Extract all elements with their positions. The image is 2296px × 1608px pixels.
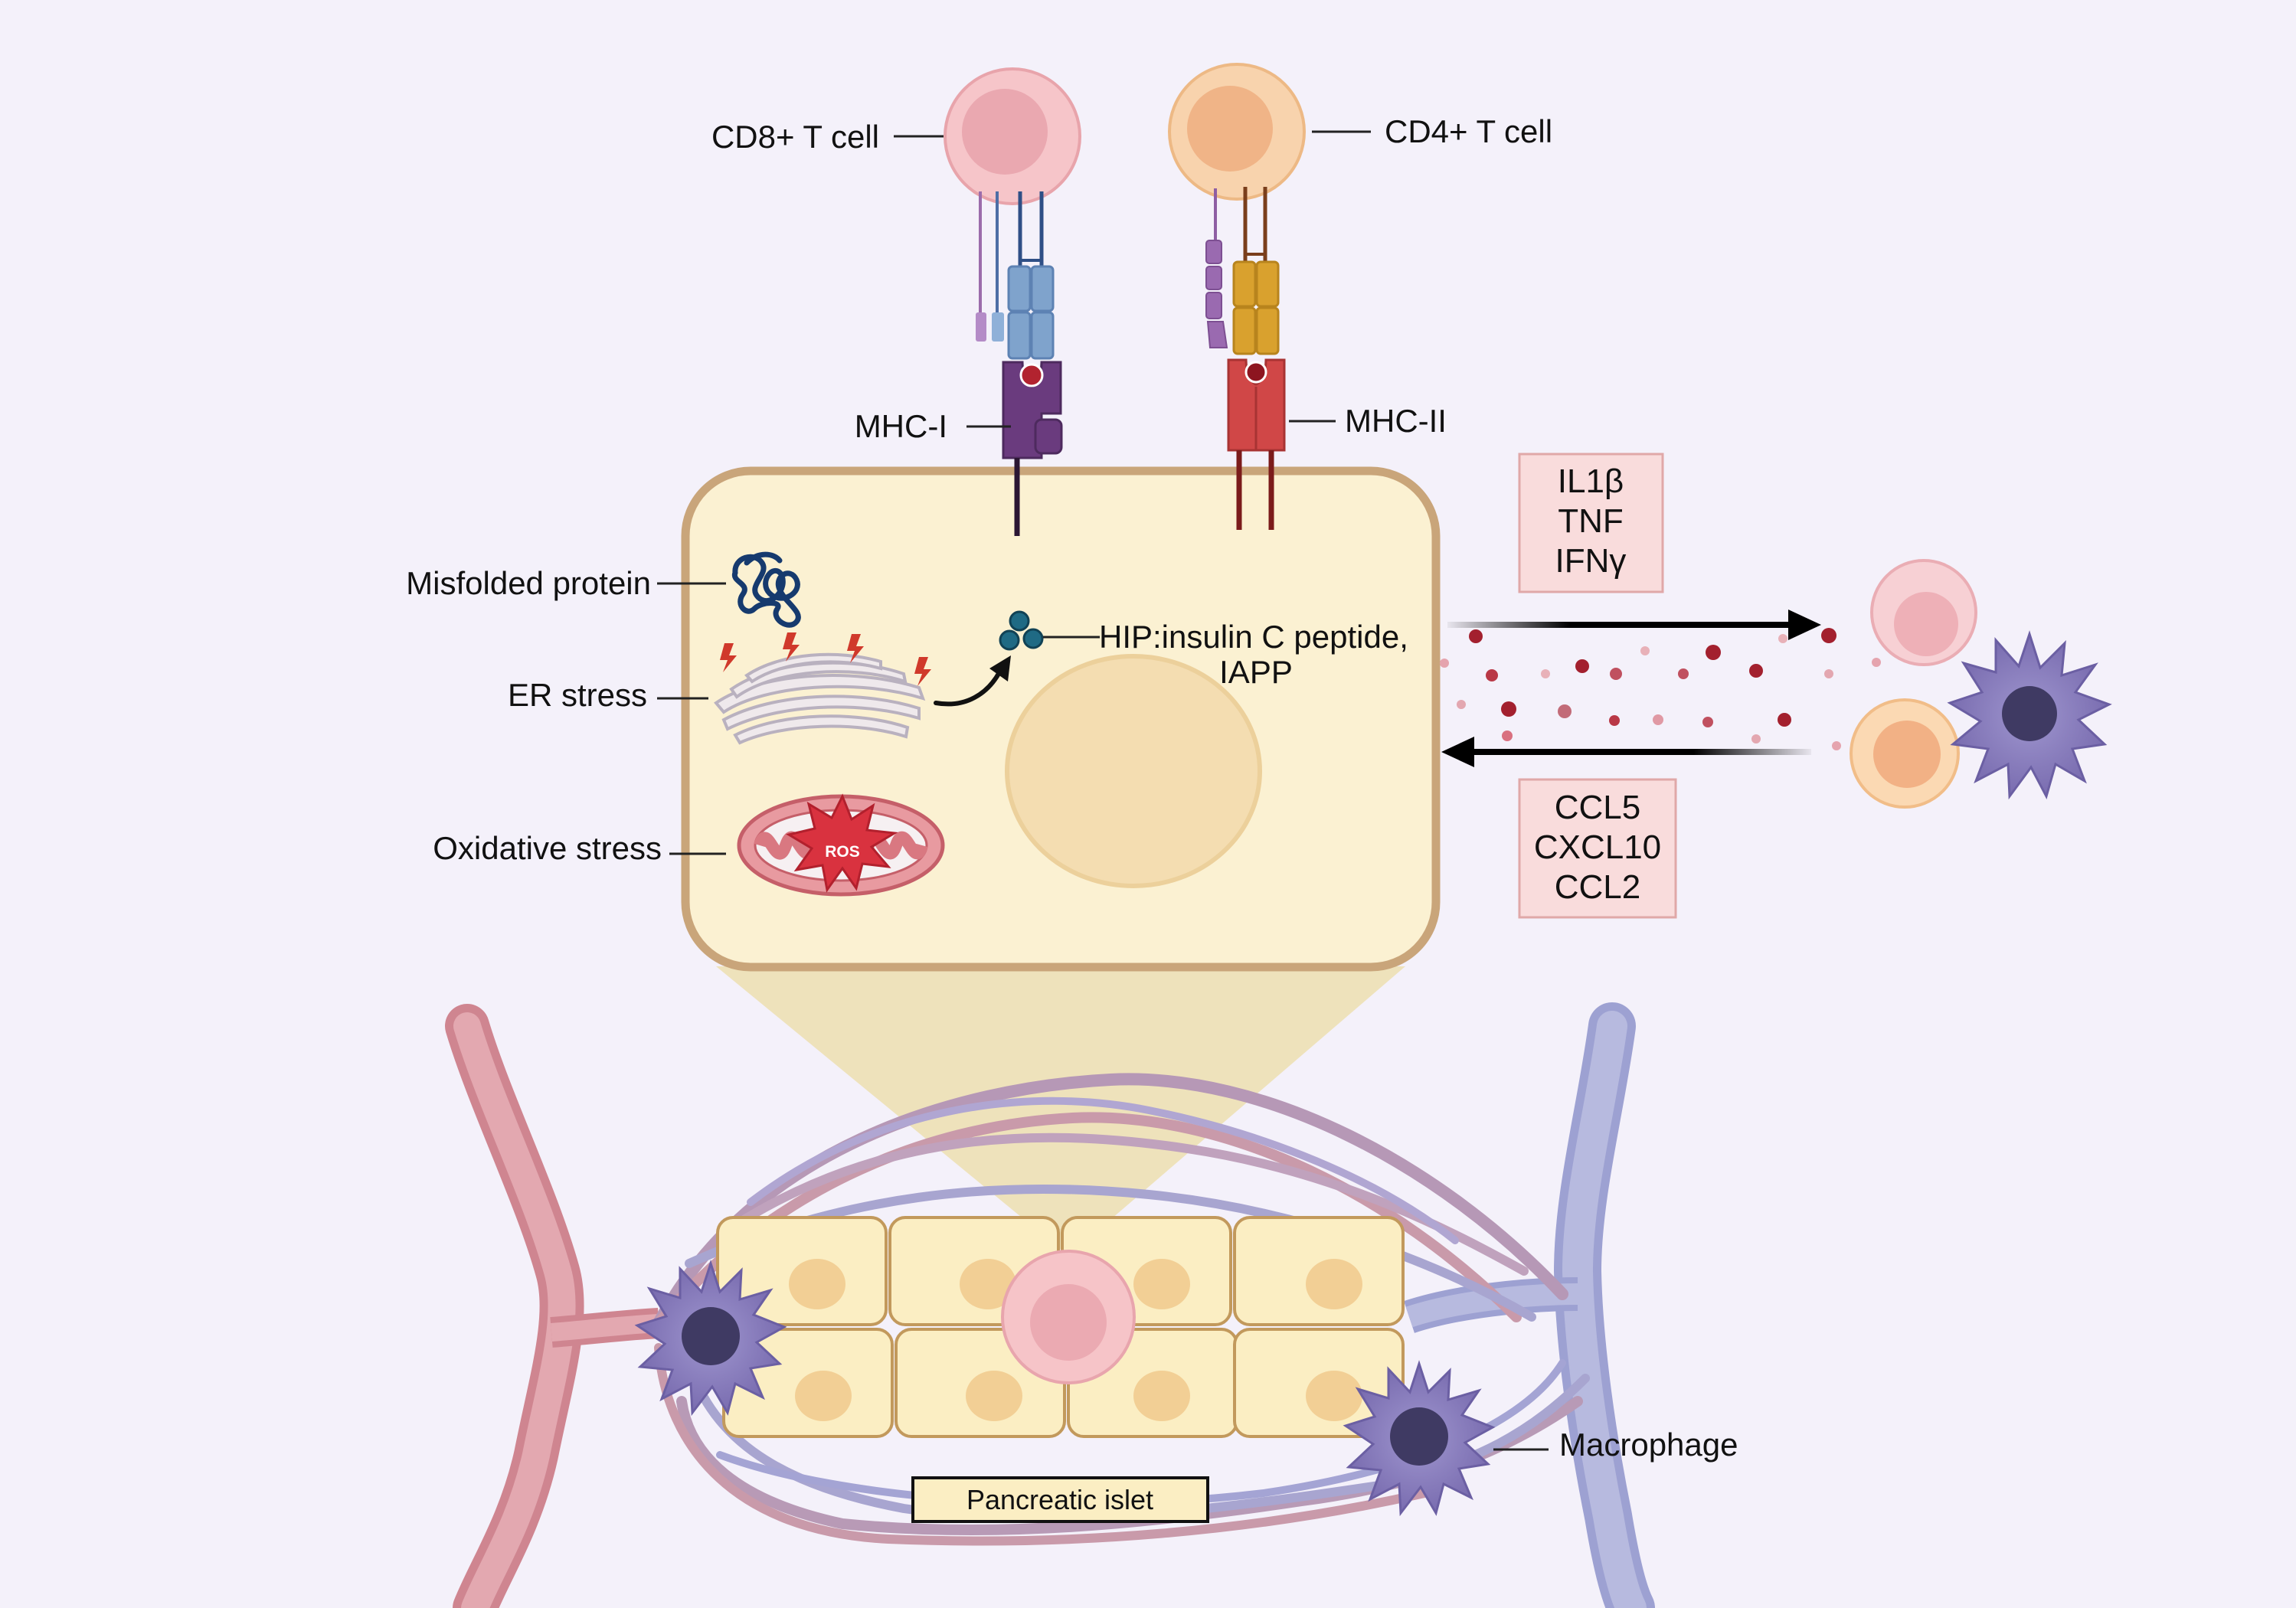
pancreatic-islet-label-box: Pancreatic islet: [911, 1476, 1209, 1523]
recruited-macrophage: [1947, 630, 2112, 800]
macrophage-label: Macrophage: [1559, 1427, 1738, 1463]
cd4-t-cell-label: CD4+ T cell: [1385, 113, 1552, 149]
chemokine-item: CXCL10: [1534, 829, 1661, 866]
cd4-tcr-complex: [1205, 187, 1280, 355]
misfolded-protein-icon: [731, 551, 801, 628]
zoom-cone: [716, 966, 1405, 1256]
antigen-peptide-mhc1: [1019, 363, 1044, 387]
beta-cell-nucleus: [1005, 654, 1262, 888]
macrophage-right: [1343, 1360, 1496, 1517]
misfolded-protein-label: Misfolded protein: [406, 565, 651, 601]
cytokine-particles: [1440, 628, 1881, 750]
lightning-icon: [720, 632, 931, 686]
cd8-t-cell-label: CD8+ T cell: [711, 119, 879, 155]
chemokine-arrow-in: [1441, 737, 1811, 767]
cytokine-item: TNF: [1558, 502, 1624, 540]
cytokine-arrow-out: [1447, 610, 1821, 640]
mhc1-label: MHC-I: [855, 408, 947, 444]
er-icon: [714, 652, 926, 745]
pancreatic-islet-region: Macrophage Pancreatic islet: [445, 966, 1738, 1608]
mhc2-molecule: [1227, 358, 1286, 530]
ros-label: ROS: [825, 843, 860, 861]
cytokine-item: IFNγ: [1555, 542, 1627, 580]
antigen-icon: [999, 610, 1044, 651]
ros-burst: ROS: [786, 793, 898, 893]
hip-label-line1: HIP:insulin C peptide,: [1099, 619, 1408, 655]
cd8-tcr-complex: [976, 191, 1055, 360]
islet-nuclei: [789, 1259, 1362, 1421]
hip-label-line2: IAPP: [1219, 654, 1293, 690]
macrophage-left: [634, 1260, 787, 1417]
capillary-network: [652, 1073, 1590, 1546]
mhc1-molecule: [1002, 361, 1063, 536]
islet-t-cell: [1001, 1250, 1136, 1384]
recruited-cd4-t-cell: [1850, 698, 1960, 809]
chemokine-item: CCL5: [1555, 789, 1641, 826]
cd8-t-cell: [944, 67, 1081, 205]
er-stress-label: ER stress: [508, 677, 647, 713]
antigen-peptide-mhc2: [1244, 361, 1267, 384]
cytokine-item: IL1β: [1558, 462, 1624, 500]
pancreatic-islet-label: Pancreatic islet: [966, 1484, 1153, 1515]
er-to-antigen-arrow: [934, 670, 1002, 707]
recruited-cd8-t-cell: [1870, 559, 1977, 666]
chemokine-box: CCL5 CXCL10 CCL2: [1518, 778, 1677, 919]
oxidative-stress-label: Oxidative stress: [433, 830, 662, 866]
mhc2-label: MHC-II: [1345, 403, 1447, 439]
cd4-t-cell: [1168, 63, 1306, 201]
cytokine-box: IL1β TNF IFNγ: [1518, 453, 1664, 593]
chemokine-item: CCL2: [1555, 868, 1641, 906]
